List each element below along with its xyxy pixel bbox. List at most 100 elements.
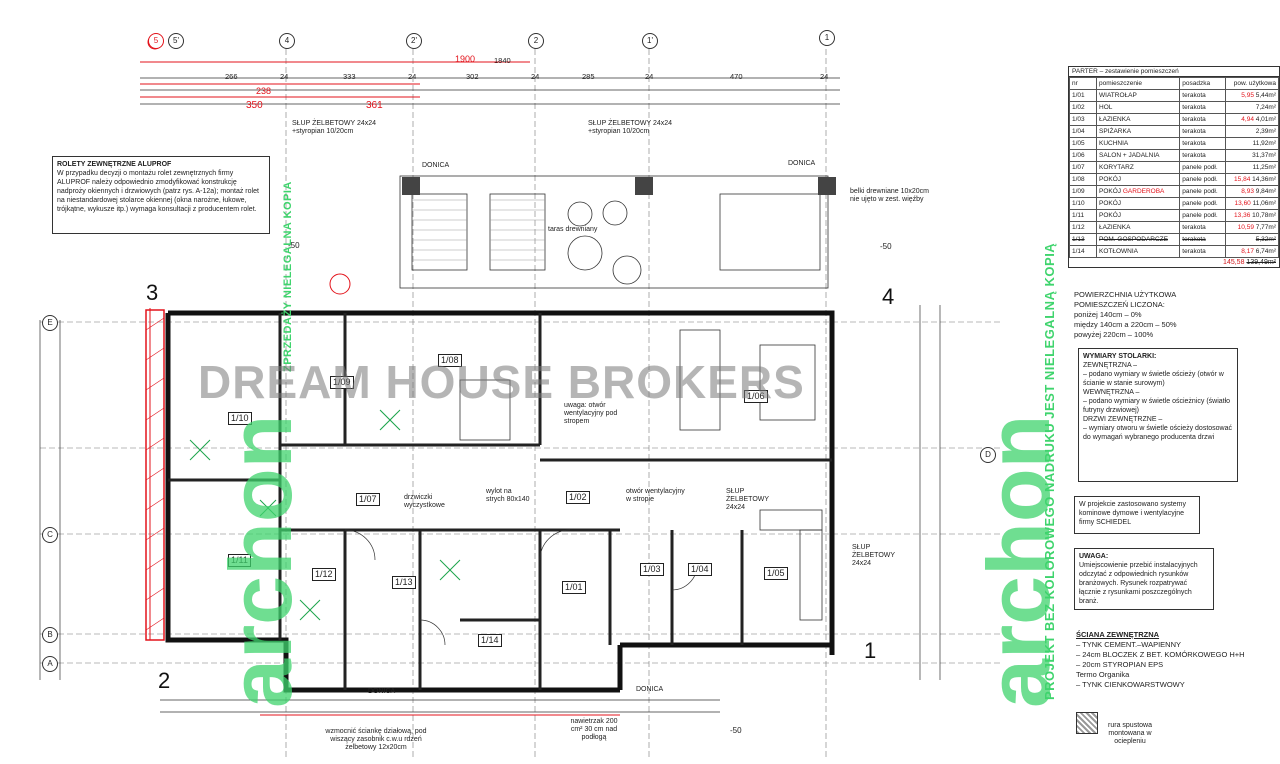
cell-floor: terakota — [1179, 149, 1226, 162]
cell-area: 9,84m² — [1255, 188, 1276, 195]
joinery-line: – podano wymiary w świetle ościeżnicy (ś… — [1083, 398, 1231, 414]
cell-floor: terakota — [1179, 113, 1226, 126]
cell-name: HOL — [1095, 101, 1181, 114]
cell-area: 7,24m² — [1255, 104, 1276, 111]
room-label: 1/03 — [640, 563, 664, 576]
cell-floor: terakota — [1179, 221, 1226, 234]
cell-floor: terakota — [1179, 233, 1226, 246]
dim-top: 24 — [531, 72, 540, 81]
cell-floor: terakota — [1179, 245, 1226, 258]
cell-name: SPIŻARKA — [1095, 125, 1181, 138]
cell-area: 5,44m² — [1255, 92, 1276, 99]
cell-fix: 13,60 — [1234, 200, 1251, 207]
wall-reinforce-note: wzmocnić ściankę działową, pod wiszący z… — [325, 728, 427, 751]
beams-note: belki drewniane 10x20cm nie ujęto w zest… — [850, 188, 929, 203]
wall-note: ŚCIANA ZEWNĘTRZNA – TYNK CEMENT.–WAPIENN… — [1076, 630, 1245, 690]
joinery-line: ZEWNĘTRZNA – — [1083, 362, 1138, 369]
cell-name: POKÓJ — [1095, 197, 1181, 210]
cell-name: SALON + JADALNIA — [1095, 149, 1181, 162]
illegal-copy-notice-right: PROJEKT BEZ KOLOROWEGO NADRUKU JEST NIEL… — [1042, 242, 1057, 700]
watermark: DREAM HOUSE BROKERS — [198, 356, 805, 408]
cell-nr: 1/14 — [1069, 245, 1097, 258]
cell-area: 11,92m² — [1252, 140, 1276, 147]
cell-area: 31,37m² — [1252, 152, 1276, 159]
axis-mark: B — [42, 627, 58, 643]
joinery-note: WYMIARY STOLARKI: ZEWNĘTRZNA – – podano … — [1078, 348, 1238, 482]
axis-mark: 4 — [279, 33, 295, 49]
cell-floor: panele podł. — [1179, 209, 1226, 222]
planter-label: DONICA — [788, 160, 816, 167]
view-number: 1 — [864, 638, 877, 663]
roller-shutter-note: ROLETY ZEWNĘTRZNE ALUPROF W przypadku de… — [52, 156, 270, 234]
cell-floor: panele podł. — [1179, 173, 1226, 186]
cell-area: 7,77m² — [1255, 224, 1276, 231]
room-label: 1/01 — [562, 581, 586, 594]
cell-name: WIATROŁAP — [1095, 89, 1181, 102]
planter-label: DONICA — [368, 688, 396, 695]
cell-fix: 5,95 — [1241, 92, 1254, 99]
illegal-copy-notice-left: ZPRZEDAŻY NIELEGALNA KOPIA — [282, 181, 294, 372]
cell-floor: terakota — [1179, 137, 1226, 150]
cell-fix: 4,94 — [1241, 116, 1254, 123]
warning-note: UWAGA: Umiejscowienie przebić instalacyj… — [1074, 548, 1214, 610]
planter-label: DONICA — [636, 686, 664, 693]
cell-name: POKÓJ — [1095, 209, 1181, 222]
terrace-label: taras drewniany — [548, 226, 598, 233]
axis-mark: 2 — [528, 33, 544, 49]
warning-body: Umiejscowienie przebić instalacyjnych od… — [1079, 562, 1198, 605]
column-header: pomieszczenie — [1095, 77, 1181, 90]
column-header: nr — [1069, 77, 1097, 90]
joinery-line: – podano wymiary w świetle ościeży (otwó… — [1083, 371, 1224, 387]
warning-title: UWAGA: — [1079, 553, 1109, 560]
cell-name: KORYTARZ — [1095, 161, 1181, 174]
wall-note-line: – TYNK CIENKOWARSTWOWY — [1076, 680, 1185, 689]
room-label: 1/09 — [330, 376, 354, 389]
wall-note-line: – 24cm BLOCZEK Z BET. KOMÓRKOWEGO H+H — [1076, 650, 1245, 659]
downpipe-icon — [1076, 712, 1098, 734]
cell-area: 14,36m² — [1252, 176, 1276, 183]
planter-label: DONICA — [422, 162, 450, 169]
dim-top: 24 — [645, 72, 654, 81]
cell-area: 10,78m² — [1252, 212, 1276, 219]
room-label: 1/14 — [478, 634, 502, 647]
dim-red: 350 — [246, 100, 263, 111]
room-label: 1/11 — [228, 554, 251, 567]
room-label: 1/06 — [744, 390, 768, 403]
column-header: pow. użytkowa — [1224, 77, 1280, 90]
level-mark: -50 — [880, 242, 892, 251]
cell-annotation: GARDEROBA — [1122, 188, 1165, 195]
cell-name: ŁAZIENKA — [1095, 113, 1181, 126]
dim-top: 24 — [820, 72, 829, 81]
dim-top: 302 — [466, 72, 479, 81]
joinery-line: WEWNĘTRZNA – — [1083, 389, 1140, 396]
pillar-note: SŁUP ŻELBETOWY 24x24 — [852, 544, 895, 567]
pillar-note: SŁUP ŻELBETOWY 24x24 — [726, 488, 769, 511]
wall-note-title: ŚCIANA ZEWNĘTRZNA — [1076, 630, 1160, 639]
vent-opening-note: otwór wentylacyjny w stropie — [626, 488, 685, 503]
downpipe-note: rura spustowa montowana w ociepleniu — [1108, 722, 1152, 745]
attic-outlet-note: wylot na strych 80x140 — [486, 488, 530, 503]
wall-note-line: – TYNK CEMENT.–WAPIENNY — [1076, 640, 1182, 649]
dim-top: 333 — [343, 72, 356, 81]
axis-mark: E — [42, 315, 58, 331]
vent-note: uwaga: otwór wentylacyjny pod stropem — [564, 402, 618, 425]
cell-name: POKÓJ — [1095, 173, 1181, 186]
room-table-title: PARTER – zestawienie pomieszczeń — [1069, 67, 1279, 77]
cell-floor: terakota — [1179, 89, 1226, 102]
room-label: 1/07 — [356, 493, 380, 506]
usable-area-line: poniżej 140cm – 0% — [1074, 310, 1142, 319]
dim-red: 361 — [366, 100, 383, 111]
axis-mark: C — [42, 527, 58, 543]
usable-area-line: powyżej 220cm – 100% — [1074, 330, 1154, 339]
dim-top: 24 — [280, 72, 289, 81]
cell-floor: panele podł. — [1179, 185, 1226, 198]
